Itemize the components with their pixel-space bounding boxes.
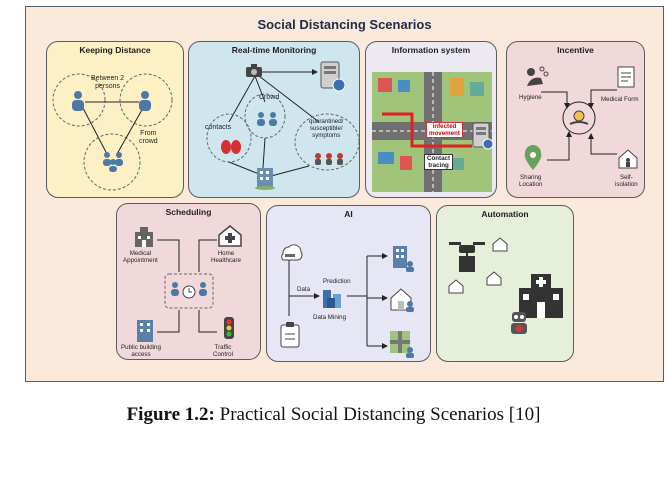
panel-keeping-distance: Keeping Distance Between 2 persons From … <box>46 41 184 198</box>
building-person-icon <box>391 244 415 272</box>
data-mining-icon <box>321 286 347 310</box>
label-quarantined: quarantined/ susceptible/ symptoms <box>309 118 344 140</box>
panel-title: Incentive <box>557 45 594 55</box>
keeping-distance-figure <box>52 73 173 191</box>
incentive-figure <box>541 89 617 161</box>
crowd-group-icon <box>255 110 279 130</box>
money-hand-icon <box>569 110 589 126</box>
location-pin-icon <box>521 145 545 172</box>
server-icon <box>319 60 347 92</box>
public-building-icon <box>135 318 155 342</box>
label-public-building: Public building access <box>121 344 161 359</box>
house-person-icon <box>389 286 415 312</box>
quarantined-group-icon <box>313 152 345 166</box>
small-house-icon <box>447 278 465 294</box>
panel-information-system: Information system infected movement Con… <box>365 41 497 198</box>
ai-figure <box>288 253 388 349</box>
diagram-title: Social Distancing Scenarios <box>257 17 432 32</box>
panel-automation: Automation <box>436 205 574 362</box>
label-medical-form: Medical Form <box>601 96 639 103</box>
label-data-mining: Data Mining <box>313 314 347 321</box>
label-from-crowd: From crowd <box>139 130 158 146</box>
panel-monitoring: Real-time Monitoring <box>188 41 360 198</box>
small-house-icon <box>491 236 509 252</box>
panel-title: AI <box>344 209 353 219</box>
panel-title: Information system <box>391 45 471 55</box>
building-icon <box>255 164 277 190</box>
person-right-icon <box>136 90 154 112</box>
person-left-icon <box>69 90 87 112</box>
panel-title: Keeping Distance <box>79 45 151 55</box>
crowd-icon <box>100 150 126 172</box>
clipboard-icon <box>279 322 301 348</box>
label-self-isolation: Self- isolation <box>615 174 638 189</box>
drone-icon <box>447 238 487 278</box>
label-medical-appointment: Medical Appointment <box>123 250 158 265</box>
hygiene-icon <box>523 64 549 88</box>
figure-caption: Figure 1.2: Practical Social Distancing … <box>0 404 667 426</box>
label-infected-movement: infected movement <box>426 122 463 139</box>
hospital-building-icon <box>515 268 567 320</box>
contacts-group-icon <box>219 138 243 156</box>
traffic-light-icon <box>221 316 237 342</box>
cloud-database-icon <box>277 242 303 264</box>
label-between: Between 2 persons <box>91 75 125 91</box>
robot-icon <box>509 310 529 336</box>
schedule-people-icon <box>169 280 209 302</box>
monitoring-figure <box>206 69 359 177</box>
label-hygiene: Hygiene <box>519 94 542 101</box>
label-home-healthcare: Home Healthcare <box>211 250 241 265</box>
label-data: Data <box>297 286 311 293</box>
caption-text: Practical Social Distancing Scenarios [1… <box>214 404 541 425</box>
small-house-icon <box>485 270 503 286</box>
panel-title: Automation <box>481 209 529 219</box>
label-sharing-location: Sharing Location <box>519 174 543 189</box>
self-isolation-house-icon <box>617 148 639 170</box>
map-person-icon <box>389 330 415 358</box>
medical-form-icon <box>617 66 635 88</box>
label-contacts: contacts <box>205 124 232 131</box>
caption-label: Figure 1.2: <box>126 404 215 425</box>
panel-title: Real-time Monitoring <box>231 45 317 55</box>
panel-scheduling: Scheduling Medical Appointment Home Heal… <box>116 203 261 360</box>
scheduling-figure <box>157 239 217 333</box>
hospital-icon <box>133 226 155 248</box>
home-healthcare-icon <box>217 224 243 248</box>
panel-incentive: Incentive Hygiene Medical Form Sharing L… <box>506 41 645 198</box>
label-crowd: Crowd <box>259 94 280 101</box>
camera-icon <box>245 64 263 78</box>
label-prediction: Prediction <box>323 278 351 285</box>
panel-title: Scheduling <box>165 207 212 217</box>
label-contact-tracing: Contact tracing <box>424 154 454 171</box>
diagram-frame: Social Distancing Scenarios Keeping Dist… <box>25 6 664 382</box>
label-traffic-control: Traffic Control <box>213 344 233 359</box>
panel-ai: AI Data Prediction D <box>266 205 431 362</box>
server-icon <box>472 122 494 150</box>
